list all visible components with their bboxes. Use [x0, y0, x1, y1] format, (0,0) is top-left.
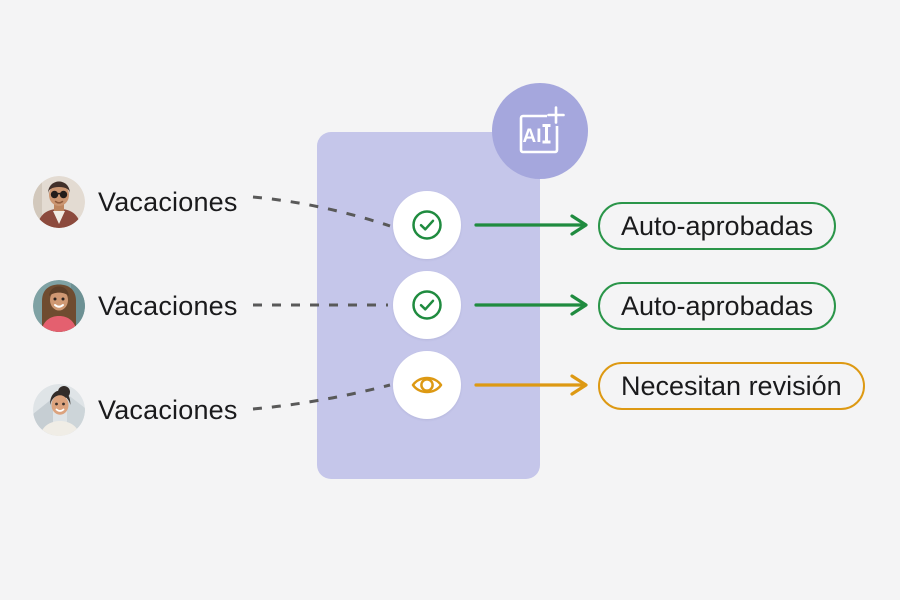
request-row: Vacaciones [33, 384, 238, 436]
smiling-woman-avatar [33, 280, 85, 332]
status-icon-circle [393, 271, 461, 339]
check-circle-icon [412, 210, 442, 240]
ai-badge: AI [492, 83, 588, 179]
request-label: Vacaciones [98, 290, 238, 321]
request-label: Vacaciones [98, 186, 238, 217]
result-label: Auto-aprobadas [621, 290, 814, 321]
ai-plus-icon: AI [519, 106, 567, 154]
man-with-sunglasses-avatar [33, 176, 85, 228]
result-label: Auto-aprobadas [621, 210, 814, 241]
status-icon-circle [393, 351, 461, 419]
result-label: Necesitan revisión [621, 370, 842, 401]
result-badge-auto-approved: Auto-aprobadas [598, 282, 837, 330]
check-circle-icon [412, 290, 442, 320]
status-icon-circle [393, 191, 461, 259]
eye-icon [411, 376, 443, 394]
result-badge-auto-approved: Auto-aprobadas [598, 202, 837, 250]
result-badge-needs-review: Necesitan revisión [598, 362, 865, 410]
woman-with-bun-avatar [33, 384, 85, 436]
svg-text:AI: AI [523, 126, 542, 147]
request-row: Vacaciones [33, 280, 238, 332]
request-row: Vacaciones [33, 176, 238, 228]
request-label: Vacaciones [98, 394, 238, 425]
